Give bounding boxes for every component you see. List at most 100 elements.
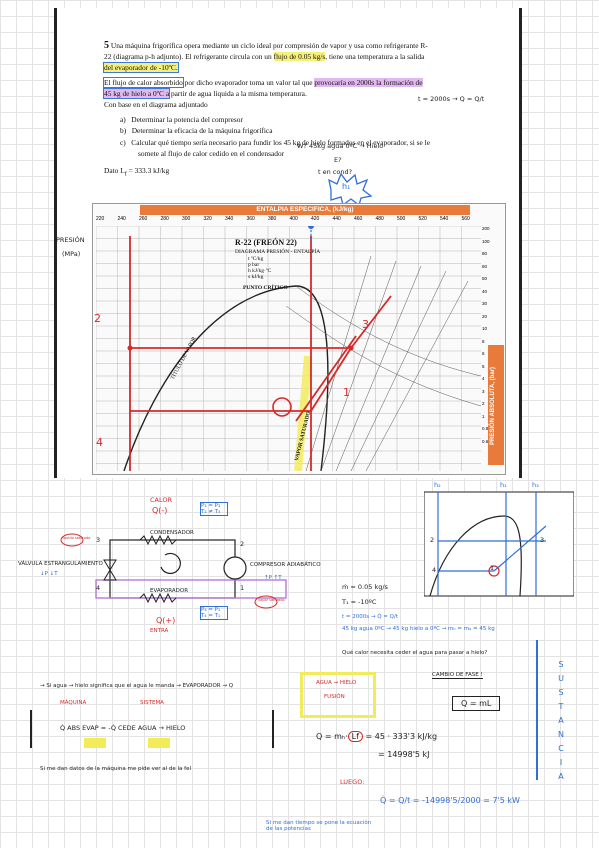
note-t-eq: t = 2000s → Q = Q/t xyxy=(418,95,485,103)
vap-sat-bubble: vapor saturado xyxy=(258,598,285,602)
note-item-c: t en cond? xyxy=(318,168,353,176)
data-cambio: CAMBIO DE FASE ! xyxy=(432,672,483,679)
q-neg: Q(-) xyxy=(152,506,168,515)
fusion: FUSIÓN xyxy=(324,694,345,700)
compresor-sub: ↑P ↑T xyxy=(264,575,282,581)
item-c-cont: somete al flujo de calor cedido en el co… xyxy=(138,148,285,158)
data-mass-line: 45 kg agua 0ºC → 45 kg hielo a 0ºC → mₕ … xyxy=(342,626,495,632)
x-tick: 480 xyxy=(375,216,384,222)
luego: LUEGO: xyxy=(340,778,365,786)
problem-line-2: 22 (diagrama p-h adjunto). El refrigeran… xyxy=(104,52,425,62)
sketch-h2: h₂ xyxy=(434,481,441,489)
y-tick: 30 xyxy=(482,301,488,306)
qdot-calc: Q̇ = Q/t = -14998'5/2000 = 7'5 kW xyxy=(380,796,520,805)
calc-line1: Q = mₕ·Lf = 45 · 333'3 kJ/kg xyxy=(316,731,438,742)
x-tick: 360 xyxy=(246,216,255,222)
y-tick: 0.8 xyxy=(482,426,489,431)
y-tick: 50 xyxy=(482,276,488,281)
dato: Dato Lf = 333.3 kJ/kg xyxy=(104,166,170,178)
note-item-a: W? 45kg agua 0ºC → Hielo xyxy=(297,142,384,150)
evaporador-label: EVAPORADOR xyxy=(150,588,189,594)
compresor-label: COMPRESOR ADIABÁTICO xyxy=(250,562,321,568)
y-tick: 1 xyxy=(482,413,485,419)
sustancia-letter: C xyxy=(558,744,564,753)
sustancia-letter: S xyxy=(558,660,564,669)
node-4: 4 xyxy=(96,584,101,592)
y-tick: 6 xyxy=(482,351,485,356)
box-top: P₂ = P₃ T₂ ≠ T₃ xyxy=(200,502,228,516)
hw-sistema: SISTEMA xyxy=(140,700,164,706)
condensador-label: CONDENSADOR xyxy=(150,530,194,536)
sustancia-letter: S xyxy=(558,688,564,697)
x-tick: 320 xyxy=(203,216,212,222)
y-tick: 80 xyxy=(482,251,488,256)
x-tick: 460 xyxy=(354,216,363,222)
calor-top: CALOR xyxy=(150,496,173,504)
problem-line-1: 5 Una máquina frigorífica opera mediante… xyxy=(104,40,428,51)
q-abs-eq: Q̇ ABS EVAP = -Q̇ CEDE AGUA → HIELO xyxy=(60,724,186,732)
problem-items: a) Determinar la potencia del compresor … xyxy=(104,114,496,159)
sustancia-line xyxy=(536,640,538,780)
formula-box: Q = mL xyxy=(452,696,501,711)
h1-label: h₁ xyxy=(342,182,351,191)
x-tick: 420 xyxy=(311,216,320,222)
item-a: a) Determinar la potencia del compresor xyxy=(120,115,243,125)
entra-label: ENTRA xyxy=(150,628,169,634)
node-3: 3 xyxy=(96,536,101,544)
arrow-note: → Si agua → hielo significa que el agua … xyxy=(40,683,234,689)
mark-4: 4 xyxy=(96,436,103,449)
y-tick: 3 xyxy=(482,388,485,394)
h1-bubble xyxy=(328,172,373,207)
y-tick: 60 xyxy=(482,263,488,269)
sketch-h3: h₃ xyxy=(532,481,539,489)
sketch-pt3: 3 xyxy=(540,536,545,544)
sketch-pt2: 2 xyxy=(430,536,435,544)
sustancia-letter: T xyxy=(558,702,564,711)
sustancia-letter: A xyxy=(558,716,564,725)
x-tick: 500 xyxy=(397,216,406,222)
q-bracket xyxy=(30,710,274,748)
problem-line-4: El flujo de calor absorbido por dicho ev… xyxy=(103,76,423,88)
x-tick: 400 xyxy=(289,216,298,222)
sustancia-letter: A xyxy=(558,772,564,781)
y-tick: 0.6 xyxy=(482,438,489,444)
valvula-label: VÁLVULA ESTRANGULAMIENTO xyxy=(18,561,103,567)
data-m: ṁ = 0.05 kg/s xyxy=(342,583,388,591)
data-t-line: t = 2000s → Q̇ = Q/t xyxy=(342,614,399,620)
ph-sketch xyxy=(424,491,574,597)
x-tick: 440 xyxy=(332,216,341,222)
x-tick: 260 xyxy=(139,216,148,222)
punto-critico: PUNTO CRÍTICO xyxy=(243,285,288,291)
bottom-note: Si me dan datos de la máquina me pide ve… xyxy=(40,766,192,772)
x-tick: 240 xyxy=(117,216,126,222)
y-tick: 200 xyxy=(482,226,490,231)
calc-line2: = 14998'5 kJ xyxy=(378,750,430,759)
problem-line-3: del evaporador de -10ºC. xyxy=(103,62,179,74)
saturation-dome xyxy=(123,285,329,471)
y-tick: 20 xyxy=(482,313,488,319)
chart-title: ENTALPIA ESPECIFICA, (kJ/kg) xyxy=(140,205,470,215)
node-2: 2 xyxy=(240,540,245,548)
chart-inner-sub: DIAGRAMA PRESIÓN - ENTALPÍA xyxy=(235,249,321,255)
cycle-diagram xyxy=(60,533,287,609)
chart-plot xyxy=(96,226,481,471)
hl-right xyxy=(148,738,170,748)
agua-hielo: AGUA → HIELO xyxy=(316,680,357,686)
y-tick: 5 xyxy=(482,363,485,369)
sketch-h1: h₁ xyxy=(500,481,507,489)
y-tick: 100 xyxy=(482,238,490,244)
calc-bottom: Si me dan tiempo se pone la ecuación de … xyxy=(266,820,372,832)
box-bot: P₄ = P₁ T₄ = T₁ xyxy=(200,606,228,620)
node-1: 1 xyxy=(240,584,245,592)
sustancia-letter: I xyxy=(559,758,563,767)
y-tick: 40 xyxy=(482,288,488,294)
sustancia-letter: N xyxy=(558,730,564,739)
y-tick: 8 xyxy=(482,338,485,344)
mark-3: 3 xyxy=(362,318,369,331)
note-item-b: E? xyxy=(334,156,342,164)
sustancia-letter: U xyxy=(558,674,564,683)
